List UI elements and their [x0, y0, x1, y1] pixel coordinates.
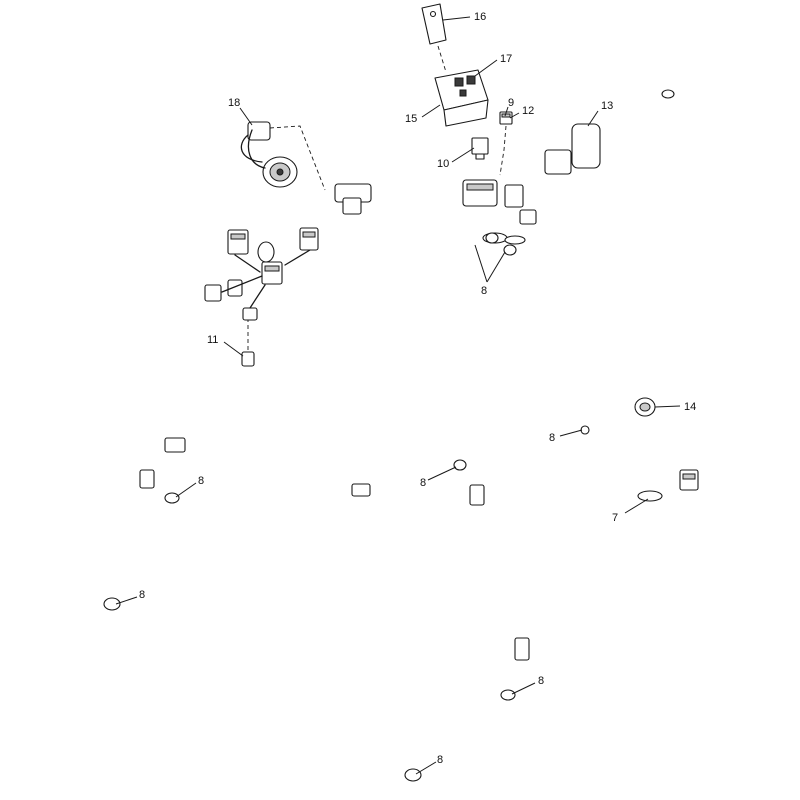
callout-11: 11: [207, 334, 218, 346]
callout-10: 10: [437, 158, 449, 170]
callout-18: 18: [228, 97, 240, 109]
callout-7: 7: [612, 512, 618, 524]
part-17-fuse-block: [434, 69, 489, 127]
callout-14: 14: [684, 401, 696, 413]
part-14-grommet: [634, 397, 656, 417]
callout-labels: 16 17 15 18 9 12 13 10 8 11 14 8 8 8 7 8…: [139, 11, 696, 766]
callout-8-right: 8: [549, 432, 555, 444]
callout-8-lower-right: 8: [538, 675, 544, 687]
callout-15: 15: [405, 113, 417, 125]
part-11-clip: [241, 351, 255, 367]
callout-16: 16: [474, 11, 486, 23]
part-7-connector: [637, 469, 699, 502]
callout-8-center-top: 8: [481, 285, 487, 297]
callout-8-bottom: 8: [437, 754, 443, 766]
part-16-bracket: [421, 3, 447, 45]
upper-left-connector-cluster: [204, 227, 319, 321]
callout-12: 12: [522, 105, 534, 117]
callout-8-left: 8: [198, 475, 204, 487]
loose-connectors: [139, 437, 530, 661]
part-18-connector: [240, 121, 298, 188]
callout-8-lower-left: 8: [139, 589, 145, 601]
callout-8-mid: 8: [420, 477, 426, 489]
main-harness: [100, 89, 671, 780]
callout-13: 13: [601, 100, 613, 112]
center-top-connector-cluster: [334, 149, 572, 245]
leader-lines: [115, 16, 681, 775]
callout-17: 17: [500, 53, 512, 65]
part-13-cable-boot: [571, 89, 675, 169]
callout-9: 9: [508, 97, 514, 109]
part-10-relay: [471, 137, 489, 160]
